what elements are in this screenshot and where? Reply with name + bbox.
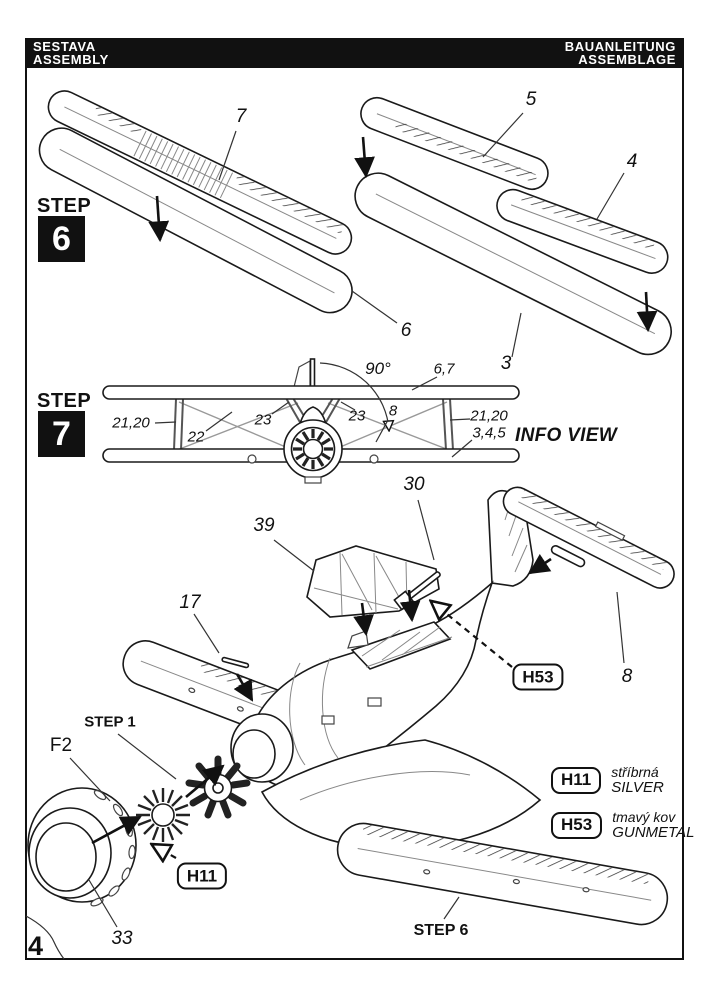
- step6-number-badge: 6: [38, 216, 85, 262]
- header-assemblage: ASSEMBLAGE: [578, 52, 676, 67]
- step7-front-view: [102, 358, 520, 484]
- legend-name-en-h53: GUNMETAL: [612, 824, 695, 841]
- step6-right-diagram: [354, 96, 672, 358]
- callout-cabane-23-right: 23: [348, 407, 366, 425]
- legend-row-h11: H11 stříbrná SILVER: [551, 764, 664, 796]
- step6-reference: STEP 6: [413, 922, 469, 939]
- callout-part-7: 7: [235, 106, 247, 127]
- legend-name-en-h11: SILVER: [611, 779, 664, 796]
- header-right: BAUANLEITUNG ASSEMBLAGE: [565, 40, 676, 66]
- header-assembly: ASSEMBLY: [33, 52, 109, 67]
- step7-label: STEP: [37, 390, 92, 412]
- step1-reference: STEP 1: [84, 713, 136, 731]
- step6-left-diagram: [38, 90, 398, 324]
- callout-part-3: 3: [500, 353, 512, 374]
- callout-canopy-39: 39: [253, 515, 275, 536]
- header-left: SESTAVA ASSEMBLY: [33, 40, 109, 66]
- callout-cabane-23-left: 23: [254, 411, 272, 429]
- callout-top-wing-6-7: 6,7: [433, 360, 455, 378]
- callout-struts-21-20-left: 21,20: [112, 414, 150, 432]
- header-sestava: SESTAVA: [33, 39, 96, 54]
- callout-gun-30: 30: [403, 474, 425, 495]
- page-number: 4: [28, 931, 44, 961]
- legend-row-h53: H53 tmavý kov GUNMETAL: [551, 809, 694, 841]
- callout-struts-21-20-right: 21,20: [470, 407, 508, 425]
- header-bar: SESTAVA ASSEMBLY BAUANLEITUNG ASSEMBLAGE: [25, 38, 684, 68]
- callout-etched-f2: F2: [49, 735, 73, 756]
- callout-angle-90: 90°: [365, 359, 391, 378]
- legend-name-local-h53: tmavý kov: [612, 809, 676, 825]
- legend-name-local-h11: stříbrná: [611, 764, 659, 780]
- legend-code-h11: H11: [551, 766, 602, 794]
- paint-callout-h11: H11: [176, 862, 228, 890]
- header-bauanleitung: BAUANLEITUNG: [564, 39, 676, 54]
- paint-callout-h53: H53: [512, 663, 564, 691]
- callout-part-5: 5: [525, 89, 537, 110]
- callout-mast-8: 8: [388, 402, 398, 420]
- callout-lower-wing-3-4-5: 3,4,5: [472, 424, 506, 442]
- corner-curve: [25, 915, 65, 960]
- callout-rigging-22: 22: [187, 428, 205, 446]
- info-view-label: INFO VIEW: [515, 425, 617, 446]
- step7-number-badge: 7: [38, 411, 85, 457]
- callout-cowling-33: 33: [111, 928, 133, 949]
- callout-pitot-17: 17: [179, 592, 201, 613]
- callout-part-4: 4: [626, 151, 638, 172]
- callout-tailplane-8: 8: [621, 666, 633, 687]
- legend-code-h53: H53: [551, 811, 603, 839]
- step6-label: STEP: [37, 195, 92, 217]
- callout-part-6: 6: [400, 320, 412, 341]
- main-assembly-diagram: [27, 486, 675, 928]
